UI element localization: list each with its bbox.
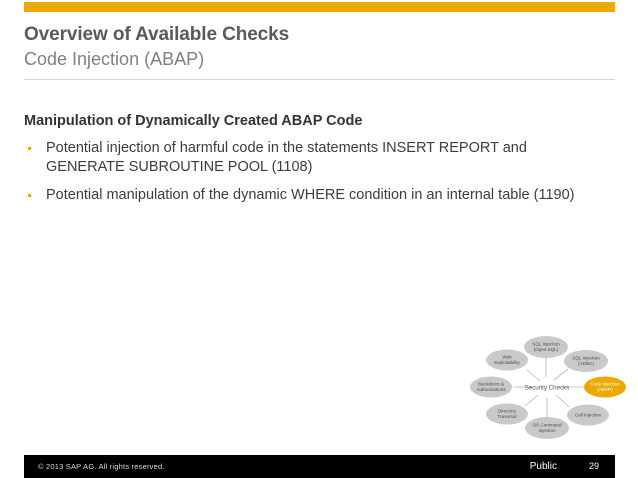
diagram-center-node: Security Checks [525,385,570,392]
security-checks-diagram: Security Checks SQL Injection (Open SQL)… [470,325,630,447]
status-badge: Public [529,461,557,472]
diagram-connectors [513,358,584,417]
node-label-line1: OS Command [532,423,562,428]
slide-header: Overview of Available Checks Code Inject… [24,24,615,70]
diagram-node-os-command-injection[interactable]: OS Command Injection [525,417,569,439]
connector-call-injection [555,394,570,408]
connector-directory-traversal [524,394,539,407]
list-item-text: Potential injection of harmful code in t… [46,140,527,175]
node-label-line2: Authorizations [476,387,506,392]
diagram-node-sql-injection-open-sql[interactable]: SQL Injection (Open SQL) [524,336,568,358]
bullet-marker-icon [28,147,31,150]
node-label-line1: Call Injection [575,413,602,418]
connector-sql-adbc [553,368,569,381]
node-label-line2: Injection [538,428,556,433]
footer-copyright: © 2013 SAP AG. All rights reserved. [38,462,165,471]
slide-body: Manipulation of Dynamically Created ABAP… [24,112,609,214]
page-subtitle: Code Injection (ABAP) [24,49,205,69]
node-shape [564,350,608,372]
node-label-line1: Web [502,355,512,360]
diagram-node-call-injection[interactable]: Call Injection [567,404,609,426]
node-shape [470,376,512,398]
bullet-list: Potential injection of harmful code in t… [24,139,609,205]
top-accent-bar [24,2,615,12]
node-label-line1: Directory [498,409,517,414]
list-item-text: Potential manipulation of the dynamic WH… [46,187,575,203]
node-shape-highlighted [584,376,626,398]
page-number: 29 [588,461,599,471]
node-label-line1: SQL Injection [572,356,600,361]
node-label-line2: Traversal [498,414,517,419]
node-label-line1: Code Injection [590,382,620,387]
page-title: Overview of Available Checks [24,24,290,45]
diagram-node-directory-traversal[interactable]: Directory Traversal [486,403,528,425]
node-shape [486,349,528,371]
diagram-node-code-injection-abap[interactable]: Code Injection (ABAP) [584,376,626,398]
center-node-label: Security Checks [525,385,570,392]
node-shape [567,404,609,426]
connector-web-exploitability [526,369,541,382]
diagram-node-web-exploitability[interactable]: Web Exploitability [486,349,528,371]
node-shape [486,403,528,425]
node-label-line2: Exploitability [494,360,520,365]
node-shape [525,417,569,439]
node-label-line2: (ADBC) [578,361,594,366]
diagram-node-backdoors-authorizations[interactable]: Backdoors & Authorizations [470,376,512,398]
node-label-line2: (ABAP) [597,387,613,392]
diagram-node-sql-injection-adbc[interactable]: SQL Injection (ADBC) [564,350,608,372]
node-label-line2: (Open SQL) [534,347,559,352]
list-item: Potential manipulation of the dynamic WH… [24,186,609,205]
content-heading: Manipulation of Dynamically Created ABAP… [24,113,363,129]
node-shape [524,336,568,358]
slide-footer: © 2013 SAP AG. All rights reserved. Publ… [24,455,615,478]
bullet-marker-icon [28,194,31,197]
header-divider [24,79,615,80]
node-label-line1: Backdoors & [478,382,504,387]
list-item: Potential injection of harmful code in t… [24,139,609,177]
node-label-line1: SQL Injection [532,342,560,347]
